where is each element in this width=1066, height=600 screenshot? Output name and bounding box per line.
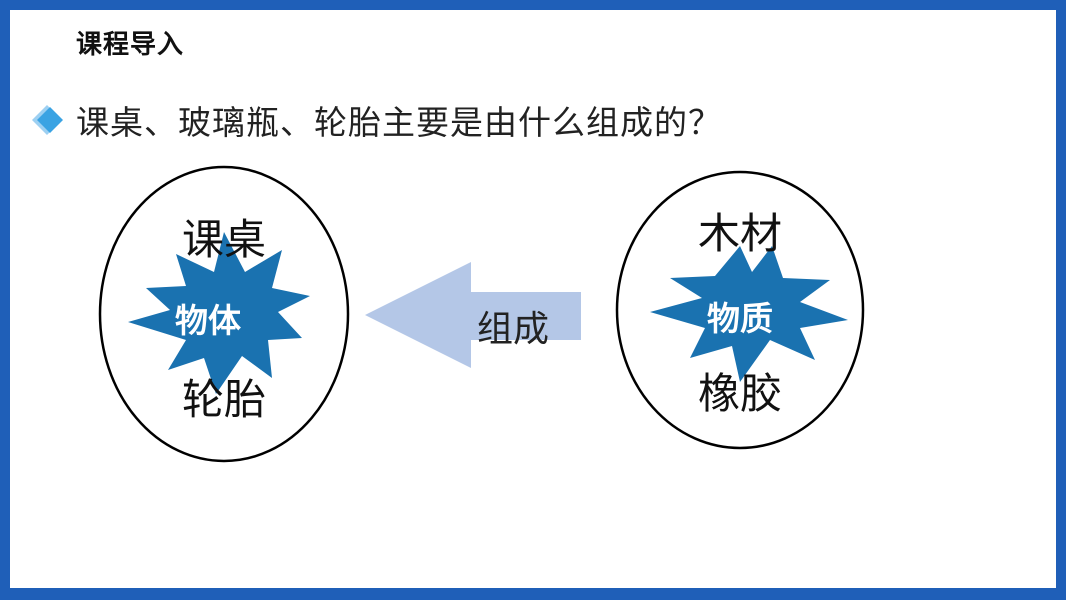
diamond-bullet-icon — [32, 105, 63, 135]
arrow-label: 组成 — [476, 309, 549, 350]
left-item-desk: 课桌 — [181, 215, 266, 264]
question-text: 课桌、玻璃瓶、轮胎主要是由什么组成的？ — [76, 103, 722, 142]
right-item-wood: 木材 — [697, 209, 782, 258]
left-center-label: 物体 — [175, 301, 241, 340]
diagram — [98, 165, 865, 463]
page-title: 课程导入 — [76, 30, 185, 60]
right-item-rubber: 橡胶 — [697, 369, 782, 418]
left-starburst — [128, 232, 310, 394]
left-item-tire: 轮胎 — [181, 375, 266, 424]
right-starburst — [650, 246, 848, 382]
slide: 课程导入 课桌、玻璃瓶、轮胎主要是由什么组成的？ 课桌 轮胎 物体 木材 橡胶 … — [10, 10, 1056, 588]
arrow-shape — [365, 262, 581, 368]
right-center-label: 物质 — [707, 299, 773, 338]
